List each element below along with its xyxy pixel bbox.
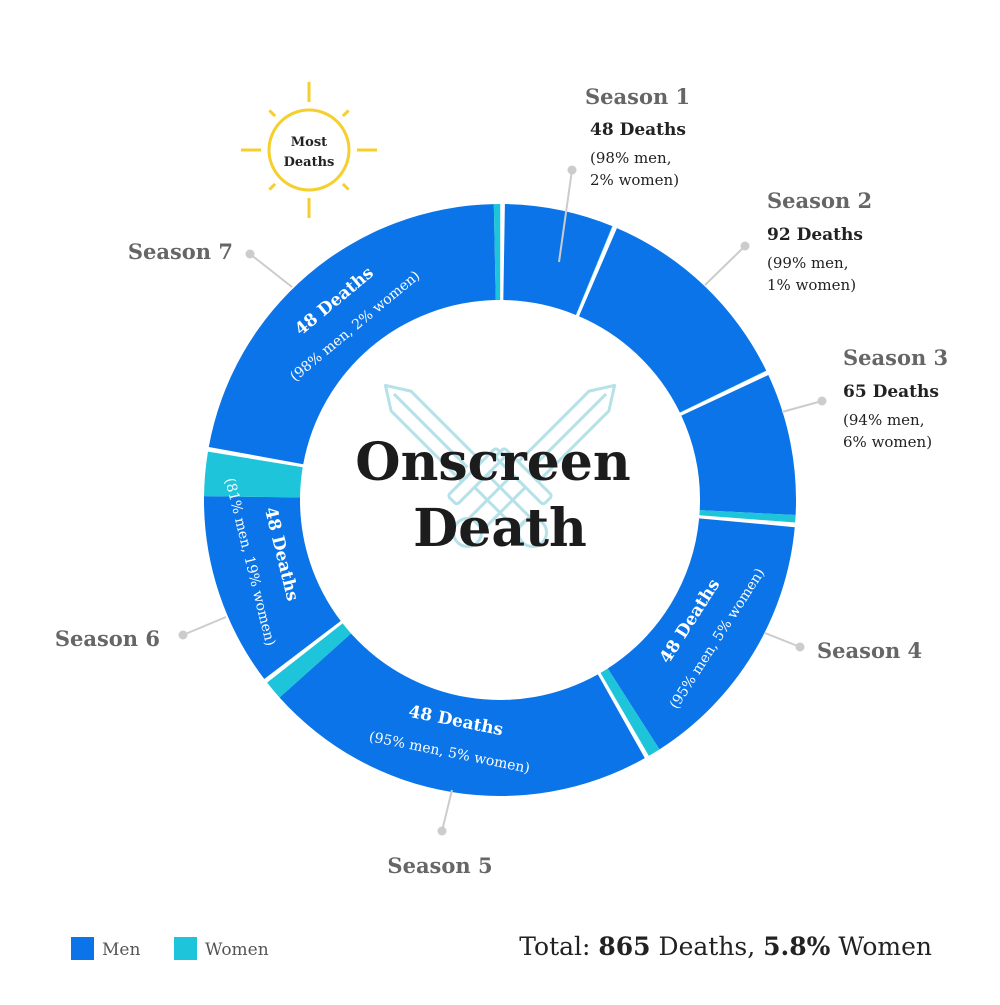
total-prefix: Total: — [519, 932, 598, 961]
season-3-leader-dot — [817, 396, 827, 406]
season-2-split-label-2: 1% women) — [767, 276, 856, 294]
season-7-leader-line — [249, 253, 293, 288]
season-2-split-label-1: (99% men, — [767, 254, 849, 272]
season-2-leader-dot — [740, 241, 750, 251]
badge-ray-6 — [268, 182, 277, 191]
season-1-name-label: Season 1 — [585, 84, 690, 109]
season-1-deaths-label: 48 Deaths — [590, 120, 686, 140]
slice-season-2-men — [579, 228, 767, 413]
season-5-leader-line — [441, 789, 453, 832]
season-4-leader-line — [764, 632, 801, 648]
season-5-name-label: Season 5 — [387, 853, 492, 878]
sword-right-icon-fuller — [531, 392, 608, 469]
total-women-word: Women — [830, 932, 932, 961]
slice-season-3-women — [699, 510, 796, 523]
season-1-split-label-2: 2% women) — [590, 171, 679, 189]
slice-season-4-men — [607, 518, 795, 750]
badge-circle — [267, 108, 351, 192]
legend-swatch-women — [174, 937, 197, 960]
season-5-leader-dot — [437, 826, 447, 836]
slice-season-3-men — [681, 375, 797, 516]
chart-title-line-2: Death — [413, 498, 587, 559]
slice-season-1-women — [575, 226, 613, 316]
slice-season-5-men — [279, 633, 645, 796]
season-6-leader-dot — [178, 630, 188, 640]
season-1-split-label-1: (98% men, — [590, 149, 672, 167]
donut-ring — [203, 204, 797, 796]
season-4-leader-dot — [795, 642, 805, 652]
season-7-leader-dot — [245, 249, 255, 259]
slice-season-7-men — [208, 204, 496, 465]
season-2-deaths-label: 92 Deaths — [767, 225, 863, 245]
slice-season-6-men — [203, 496, 341, 679]
season-2-name-label: Season 2 — [767, 188, 872, 213]
total-deaths-word: Deaths, — [651, 932, 764, 961]
badge-ray-4 — [341, 182, 350, 191]
total-women-pct: 5.8% — [763, 932, 830, 961]
sword-left-icon-fuller — [392, 392, 469, 469]
season-1-leader-dot — [567, 165, 577, 175]
legend-label-men: Men — [102, 940, 140, 960]
badge-ray-8 — [268, 109, 277, 118]
chart-title-line-1: Onscreen — [355, 432, 630, 493]
total-summary: Total: 865 Deaths, 5.8% Women — [519, 932, 932, 961]
sword-left-icon — [383, 383, 549, 549]
sword-right-icon-pommel — [451, 517, 483, 549]
season-3-leader-line — [781, 400, 823, 413]
badge-text-line-1: Most — [291, 135, 327, 150]
season-4-name-label: Season 4 — [817, 638, 922, 663]
legend-swatch-men — [71, 937, 94, 960]
sword-left-icon-pommel — [517, 517, 549, 549]
season-1-leader-line — [558, 169, 573, 263]
badge-text-line-2: Deaths — [284, 155, 335, 170]
season-6-name-label: Season 6 — [55, 626, 160, 651]
slice-season-5-women — [267, 623, 352, 698]
badge-ray-2 — [341, 109, 350, 118]
legend-label-women: Women — [205, 940, 269, 960]
season-6-leader-line — [182, 616, 227, 636]
slice-season-1-men — [503, 204, 613, 315]
season-3-split-label-1: (94% men, — [843, 411, 925, 429]
slice-season-7-women — [493, 204, 501, 301]
slice-season-6-women — [204, 451, 303, 498]
season-2-leader-line — [704, 245, 746, 286]
crossed-swords-icon — [383, 383, 617, 549]
slice-season-2-women — [679, 370, 767, 413]
slice-season-4-women — [600, 668, 660, 756]
season-3-deaths-label: 65 Deaths — [843, 382, 939, 402]
total-deaths-number: 865 — [598, 932, 650, 961]
season-7-name-label: Season 7 — [128, 239, 233, 264]
season-3-split-label-2: 6% women) — [843, 433, 932, 451]
season-3-name-label: Season 3 — [843, 345, 948, 370]
legend: Men Women — [71, 937, 269, 960]
leader-lines — [178, 165, 827, 836]
